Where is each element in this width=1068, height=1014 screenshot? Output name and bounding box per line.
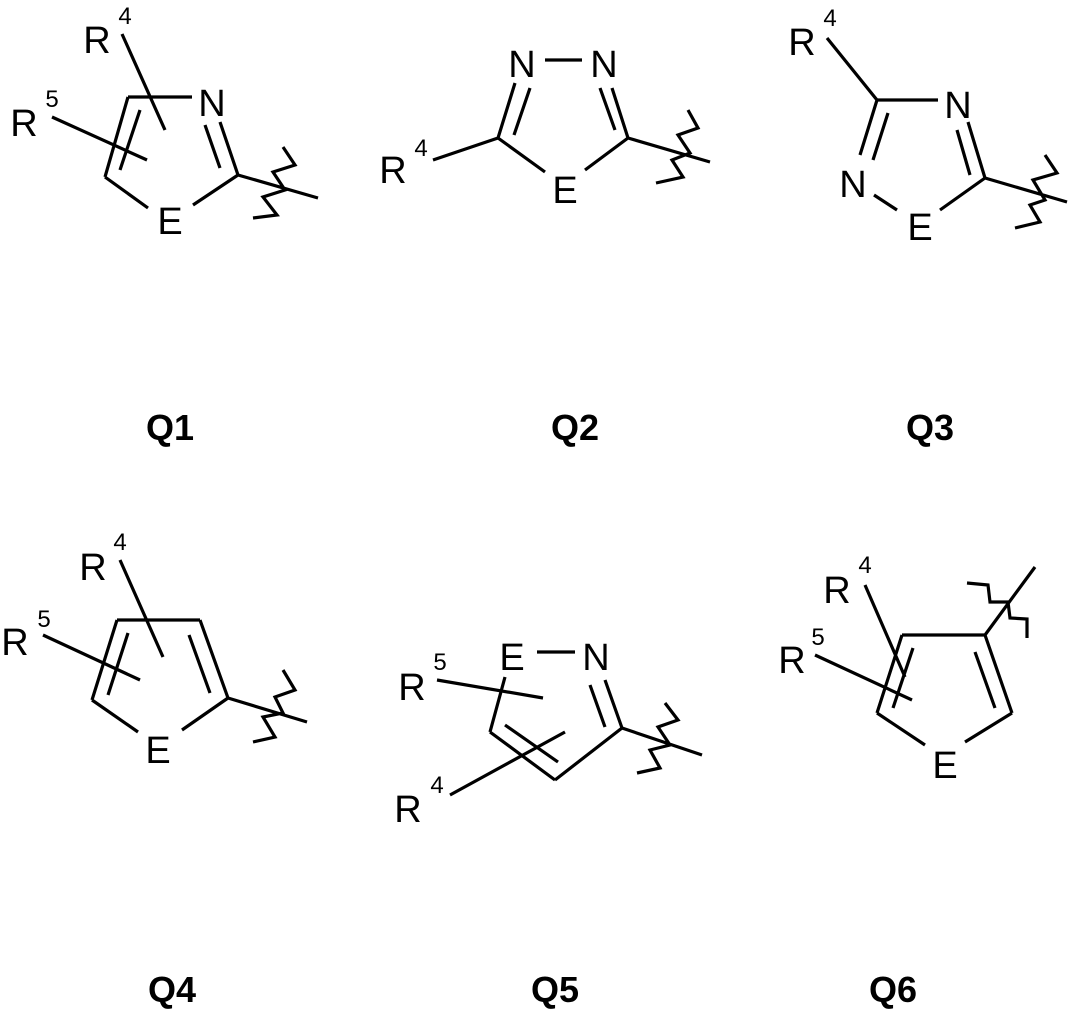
substituent-r5-superscript: 5 (45, 86, 58, 113)
substituent-r5: R (1, 622, 28, 664)
structure-label: Q3 (906, 407, 954, 448)
atom-n1: N (944, 85, 971, 127)
structure-q1: N E R 4 R 5 Q1 (10, 3, 318, 448)
substituent-r5-superscript: 5 (37, 606, 50, 633)
atom-n2: N (839, 164, 866, 206)
substituent-r4: R (83, 20, 110, 62)
substituent-r4: R (79, 547, 106, 589)
structure-q4: E R 4 R 5 Q4 (1, 529, 307, 1010)
bonds (437, 652, 702, 795)
atom-n: N (198, 83, 225, 125)
atom-e: E (907, 207, 932, 249)
structure-q2: N N E R 4 Q2 (379, 44, 710, 448)
substituent-r4-superscript: 4 (118, 3, 131, 30)
atom-e: E (145, 730, 170, 772)
substituent-r5-superscript: 5 (433, 649, 446, 676)
structure-q6: E R 4 R 5 Q6 (778, 552, 1035, 1010)
atom-e: E (552, 170, 577, 212)
structure-q3: N N E R 4 Q3 (788, 5, 1067, 448)
substituent-r4-superscript: 4 (414, 135, 427, 162)
structure-label: Q2 (551, 407, 599, 448)
structure-label: Q6 (869, 969, 917, 1010)
substituent-r5: R (10, 103, 37, 145)
structure-label: Q1 (146, 407, 194, 448)
substituent-r4: R (823, 570, 850, 612)
substituent-r4-superscript: 4 (430, 772, 443, 799)
atom-n2: N (590, 44, 617, 86)
substituent-r4: R (379, 150, 406, 192)
atom-e: E (499, 637, 524, 679)
atom-n: N (582, 637, 609, 679)
substituent-r4: R (394, 789, 421, 831)
substituent-r4-superscript: 4 (823, 5, 836, 32)
substituent-r5-superscript: 5 (811, 624, 824, 651)
structure-label: Q4 (148, 969, 196, 1010)
structure-q5: E N R 5 R 4 Q5 (394, 637, 702, 1010)
bonds (433, 60, 710, 183)
substituent-r5: R (778, 640, 805, 682)
atom-e: E (932, 745, 957, 787)
substituent-r4-superscript: 4 (858, 552, 871, 579)
substituent-r5: R (398, 667, 425, 709)
structure-label: Q5 (531, 969, 579, 1010)
atom-n1: N (508, 44, 535, 86)
atom-e: E (157, 201, 182, 243)
substituent-r4: R (788, 22, 815, 64)
substituent-r4-superscript: 4 (113, 529, 126, 556)
